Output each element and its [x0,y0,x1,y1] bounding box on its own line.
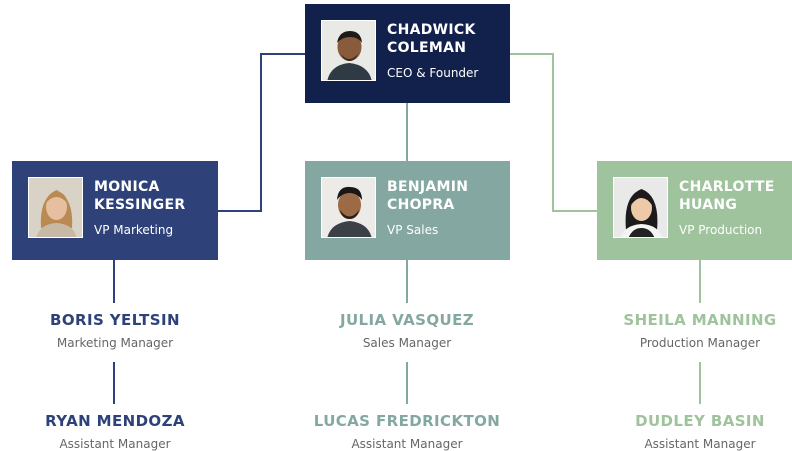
marketing-manager-node[interactable]: BORIS YELTSIN Marketing Manager [5,311,225,350]
vp-production-role: VP Production [679,223,763,237]
vp-sales-role: VP Sales [387,223,439,237]
sales-manager-role: Sales Manager [362,336,452,350]
connector-ceo-marketing [218,53,305,212]
vp-marketing-card[interactable]: MONICA KESSINGER VP Marketing [12,161,218,260]
sales-assistant-node[interactable]: LUCAS FREDRICKTON Assistant Manager [297,412,517,451]
vp-production-name: CHARLOTTE HUANG [679,179,775,213]
marketing-assistant-node[interactable]: RYAN MENDOZA Assistant Manager [5,412,225,451]
marketing-manager-name: BORIS YELTSIN [50,311,180,329]
ceo-card[interactable]: CHADWICK COLEMAN CEO & Founder [305,4,510,103]
sales-manager-node[interactable]: JULIA VASQUEZ Sales Manager [297,311,517,350]
vp-sales-name: BENJAMIN CHOPRA [387,179,469,213]
sales-assistant-name: LUCAS FREDRICKTON [313,412,501,430]
vp-marketing-role: VP Marketing [94,223,174,237]
marketing-manager-role: Marketing Manager [56,336,174,350]
ceo-role: CEO & Founder [387,66,479,80]
production-assistant-role: Assistant Manager [644,437,756,451]
production-assistant-node[interactable]: DUDLEY BASIN Assistant Manager [590,412,792,451]
man-portrait-icon [321,177,376,238]
marketing-assistant-role: Assistant Manager [59,437,171,451]
woman-portrait-icon [613,177,668,238]
production-manager-role: Production Manager [639,336,761,350]
vp-production-card[interactable]: CHARLOTTE HUANG VP Production [597,161,792,260]
woman-portrait-icon [28,177,83,238]
marketing-assistant-name: RYAN MENDOZA [45,412,185,430]
production-assistant-name: DUDLEY BASIN [635,412,765,430]
connector-ceo-production [510,53,597,212]
vp-sales-card[interactable]: BENJAMIN CHOPRA VP Sales [305,161,510,260]
vp-marketing-name: MONICA KESSINGER [94,179,186,213]
sales-assistant-role: Assistant Manager [351,437,463,451]
ceo-name: CHADWICK COLEMAN [387,22,476,56]
production-manager-name: SHEILA MANNING [623,311,777,329]
sales-manager-name: JULIA VASQUEZ [340,311,474,329]
production-manager-node[interactable]: SHEILA MANNING Production Manager [590,311,792,350]
man-portrait-icon [321,20,376,81]
